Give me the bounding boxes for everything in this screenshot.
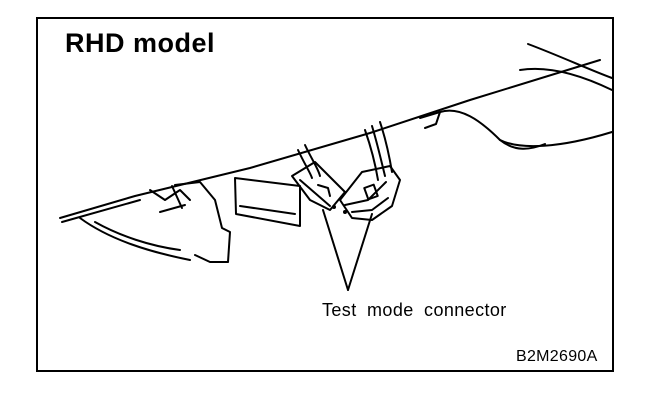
- dashboard-upper-panel: [527, 43, 613, 79]
- right-connector: [339, 165, 401, 221]
- figure-frame: [36, 17, 614, 372]
- side-panel: [174, 181, 231, 263]
- callout-leader-right: [347, 213, 373, 291]
- bracket-box: [234, 177, 301, 227]
- left-lower-structure: [79, 217, 191, 261]
- figure-title: RHD model: [65, 28, 216, 58]
- callout-leader-left: [322, 209, 349, 291]
- callout-label: Test mode connector: [322, 300, 507, 320]
- left-connector: [291, 161, 346, 211]
- dashboard-lower-edge: [59, 59, 601, 219]
- figure-code: B2M2690A: [516, 348, 598, 365]
